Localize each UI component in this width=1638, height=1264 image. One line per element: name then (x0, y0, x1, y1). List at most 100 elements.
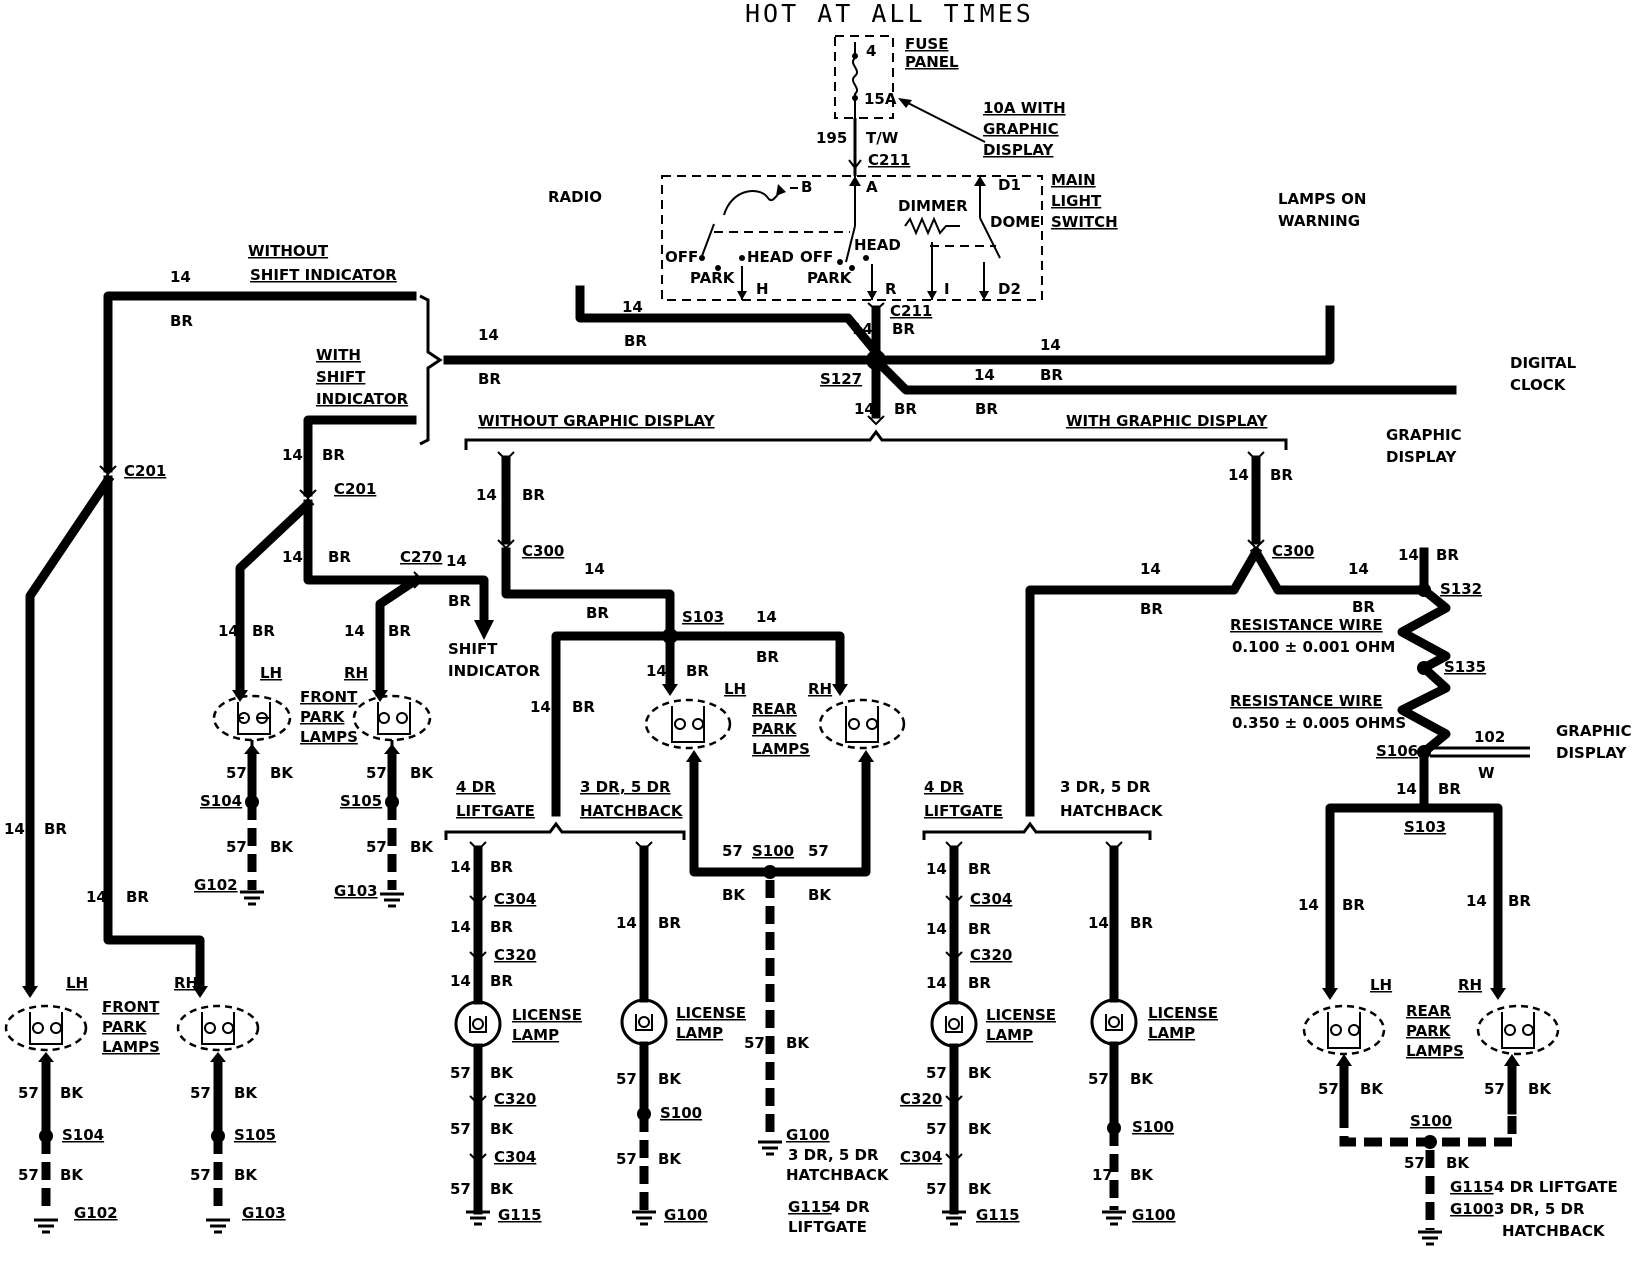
dimmer-rheostat (904, 216, 960, 236)
switch-off-2: OFF (800, 248, 833, 266)
ground-g100-rear: G100 (786, 1126, 830, 1144)
fuse-panel-label-2: PANEL (905, 53, 959, 71)
svg-text:14: 14 (530, 698, 551, 716)
svg-text:57: 57 (744, 1034, 765, 1052)
svg-text:BR: BR (1270, 466, 1293, 484)
wire-c300-to-liftgate-right (1025, 545, 1263, 817)
svg-text:BR: BR (1342, 896, 1365, 914)
connector-c320-left-top: C320 (494, 946, 536, 964)
front-park-lamp-rh-lower (176, 1004, 260, 1052)
svg-text:57: 57 (1484, 1080, 1505, 1098)
svg-text:BR: BR (490, 918, 513, 936)
wire-without-shift (103, 291, 417, 473)
label-g115-4dr: 4 DR LIFTGATE (1494, 1178, 1618, 1196)
svg-text:14: 14 (646, 662, 667, 680)
ground-g115-right-rear: G115 (1450, 1178, 1494, 1196)
body-style-bracket-right (922, 821, 1152, 840)
label-with-shift: WITH (316, 346, 361, 364)
svg-text:14: 14 (1398, 546, 1419, 564)
label-liftgate-right: LIFTGATE (924, 802, 1003, 820)
label-with-shift-2: SHIFT (316, 368, 366, 386)
label-without-shift: WITHOUT (248, 242, 329, 260)
label-license-hatch-left-2: LAMP (676, 1024, 723, 1042)
svg-text:102: 102 (1474, 728, 1505, 746)
svg-text:BR: BR (126, 888, 149, 906)
svg-text:BR: BR (975, 400, 998, 418)
svg-text:BR: BR (1130, 914, 1153, 932)
svg-text:57: 57 (1404, 1154, 1425, 1172)
label-g115-lift: 4 DR (830, 1198, 870, 1216)
svg-text:BR: BR (968, 920, 991, 938)
label-without-shift-2: SHIFT INDICATOR (250, 266, 397, 284)
ground-g103-lower: G103 (242, 1204, 286, 1222)
svg-text:BK: BK (270, 764, 294, 782)
rear-park-lamp-lh (644, 698, 732, 750)
label-rh-lower-front: RH (174, 974, 198, 992)
svg-text:BR: BR (1438, 780, 1461, 798)
graphic-option-bracket (464, 429, 1288, 450)
ground-g100-left: G100 (664, 1206, 708, 1224)
switch-terminal-i: I (944, 280, 950, 298)
feed-circuit: 195 (816, 129, 847, 147)
ground-g115-rear: G115 (788, 1198, 832, 1216)
svg-text:BK: BK (234, 1084, 258, 1102)
svg-text:BR: BR (1140, 600, 1163, 618)
switch-park-2: PARK (807, 269, 853, 287)
svg-text:14: 14 (1466, 892, 1487, 910)
connector-c201-right: C201 (334, 480, 376, 498)
label-hatchback-right: HATCHBACK (1060, 802, 1164, 820)
svg-text:BK: BK (658, 1070, 682, 1088)
connector-c270: C270 (400, 548, 442, 566)
wire-c270-front-rh (375, 573, 423, 697)
wire-c270-to-shift-indicator (421, 575, 489, 631)
svg-text:BK: BK (1528, 1080, 1552, 1098)
label-lh-upper-front: LH (260, 664, 282, 682)
label-rear-park-1: REAR (752, 700, 797, 718)
svg-text:14: 14 (1040, 336, 1061, 354)
svg-text:57: 57 (926, 1064, 947, 1082)
label-front-park-lower: FRONT (102, 998, 160, 1016)
svg-text:BK: BK (490, 1120, 514, 1138)
svg-text:14: 14 (476, 486, 497, 504)
fuse-note-3: DISPLAY (983, 141, 1055, 159)
splice-s103-right: S103 (1404, 818, 1446, 836)
label-resistance-2: RESISTANCE WIRE (1230, 692, 1383, 710)
switch-dimmer: DIMMER (898, 197, 968, 215)
svg-text:14: 14 (344, 622, 365, 640)
svg-text:57: 57 (450, 1120, 471, 1138)
label-resistance-1-value: 0.100 ± 0.001 OHM (1232, 638, 1395, 656)
ground-g115-right: G115 (976, 1206, 1020, 1224)
label-front-park-lower-2: PARK (102, 1018, 148, 1036)
svg-text:BK: BK (968, 1120, 992, 1138)
label-g100-3dr: 3 DR, 5 DR (1494, 1200, 1585, 1218)
switch-terminal-a: A (866, 178, 878, 196)
switch-terminal-r: R (885, 280, 897, 298)
svg-text:BK: BK (490, 1064, 514, 1082)
front-park-lamp-rh-upper (352, 694, 432, 742)
label-4dr-left: 4 DR (456, 778, 496, 796)
fuse-element (852, 42, 858, 118)
svg-text:BK: BK (658, 1150, 682, 1168)
label-rear-park-right: REAR (1406, 1002, 1451, 1020)
connector-c300-left: C300 (522, 542, 564, 560)
svg-text:BR: BR (572, 698, 595, 716)
svg-text:57: 57 (18, 1084, 39, 1102)
splice-s135: S135 (1444, 658, 1486, 676)
rear-park-lamp-rh-right (1476, 1004, 1560, 1056)
label-rh-upper-front: RH (344, 664, 368, 682)
svg-text:57: 57 (926, 1180, 947, 1198)
label-rear-park-right-3: LAMPS (1406, 1042, 1464, 1060)
label-license-hatch-right-2: LAMP (1148, 1024, 1195, 1042)
ground-g115-left: G115 (498, 1206, 542, 1224)
svg-text:14: 14 (170, 268, 191, 286)
license-lamp-hatch-right (1090, 998, 1138, 1046)
front-park-lamp-lh-lower (4, 1004, 88, 1052)
svg-text:57: 57 (226, 764, 247, 782)
svg-text:BK: BK (410, 764, 434, 782)
label-license-hatch-right: LICENSE (1148, 1004, 1218, 1022)
svg-text:57: 57 (190, 1084, 211, 1102)
label-front-park-upper-2: PARK (300, 708, 346, 726)
label-rear-park-3: LAMPS (752, 740, 810, 758)
switch-terminal-d1: D1 (998, 176, 1021, 194)
